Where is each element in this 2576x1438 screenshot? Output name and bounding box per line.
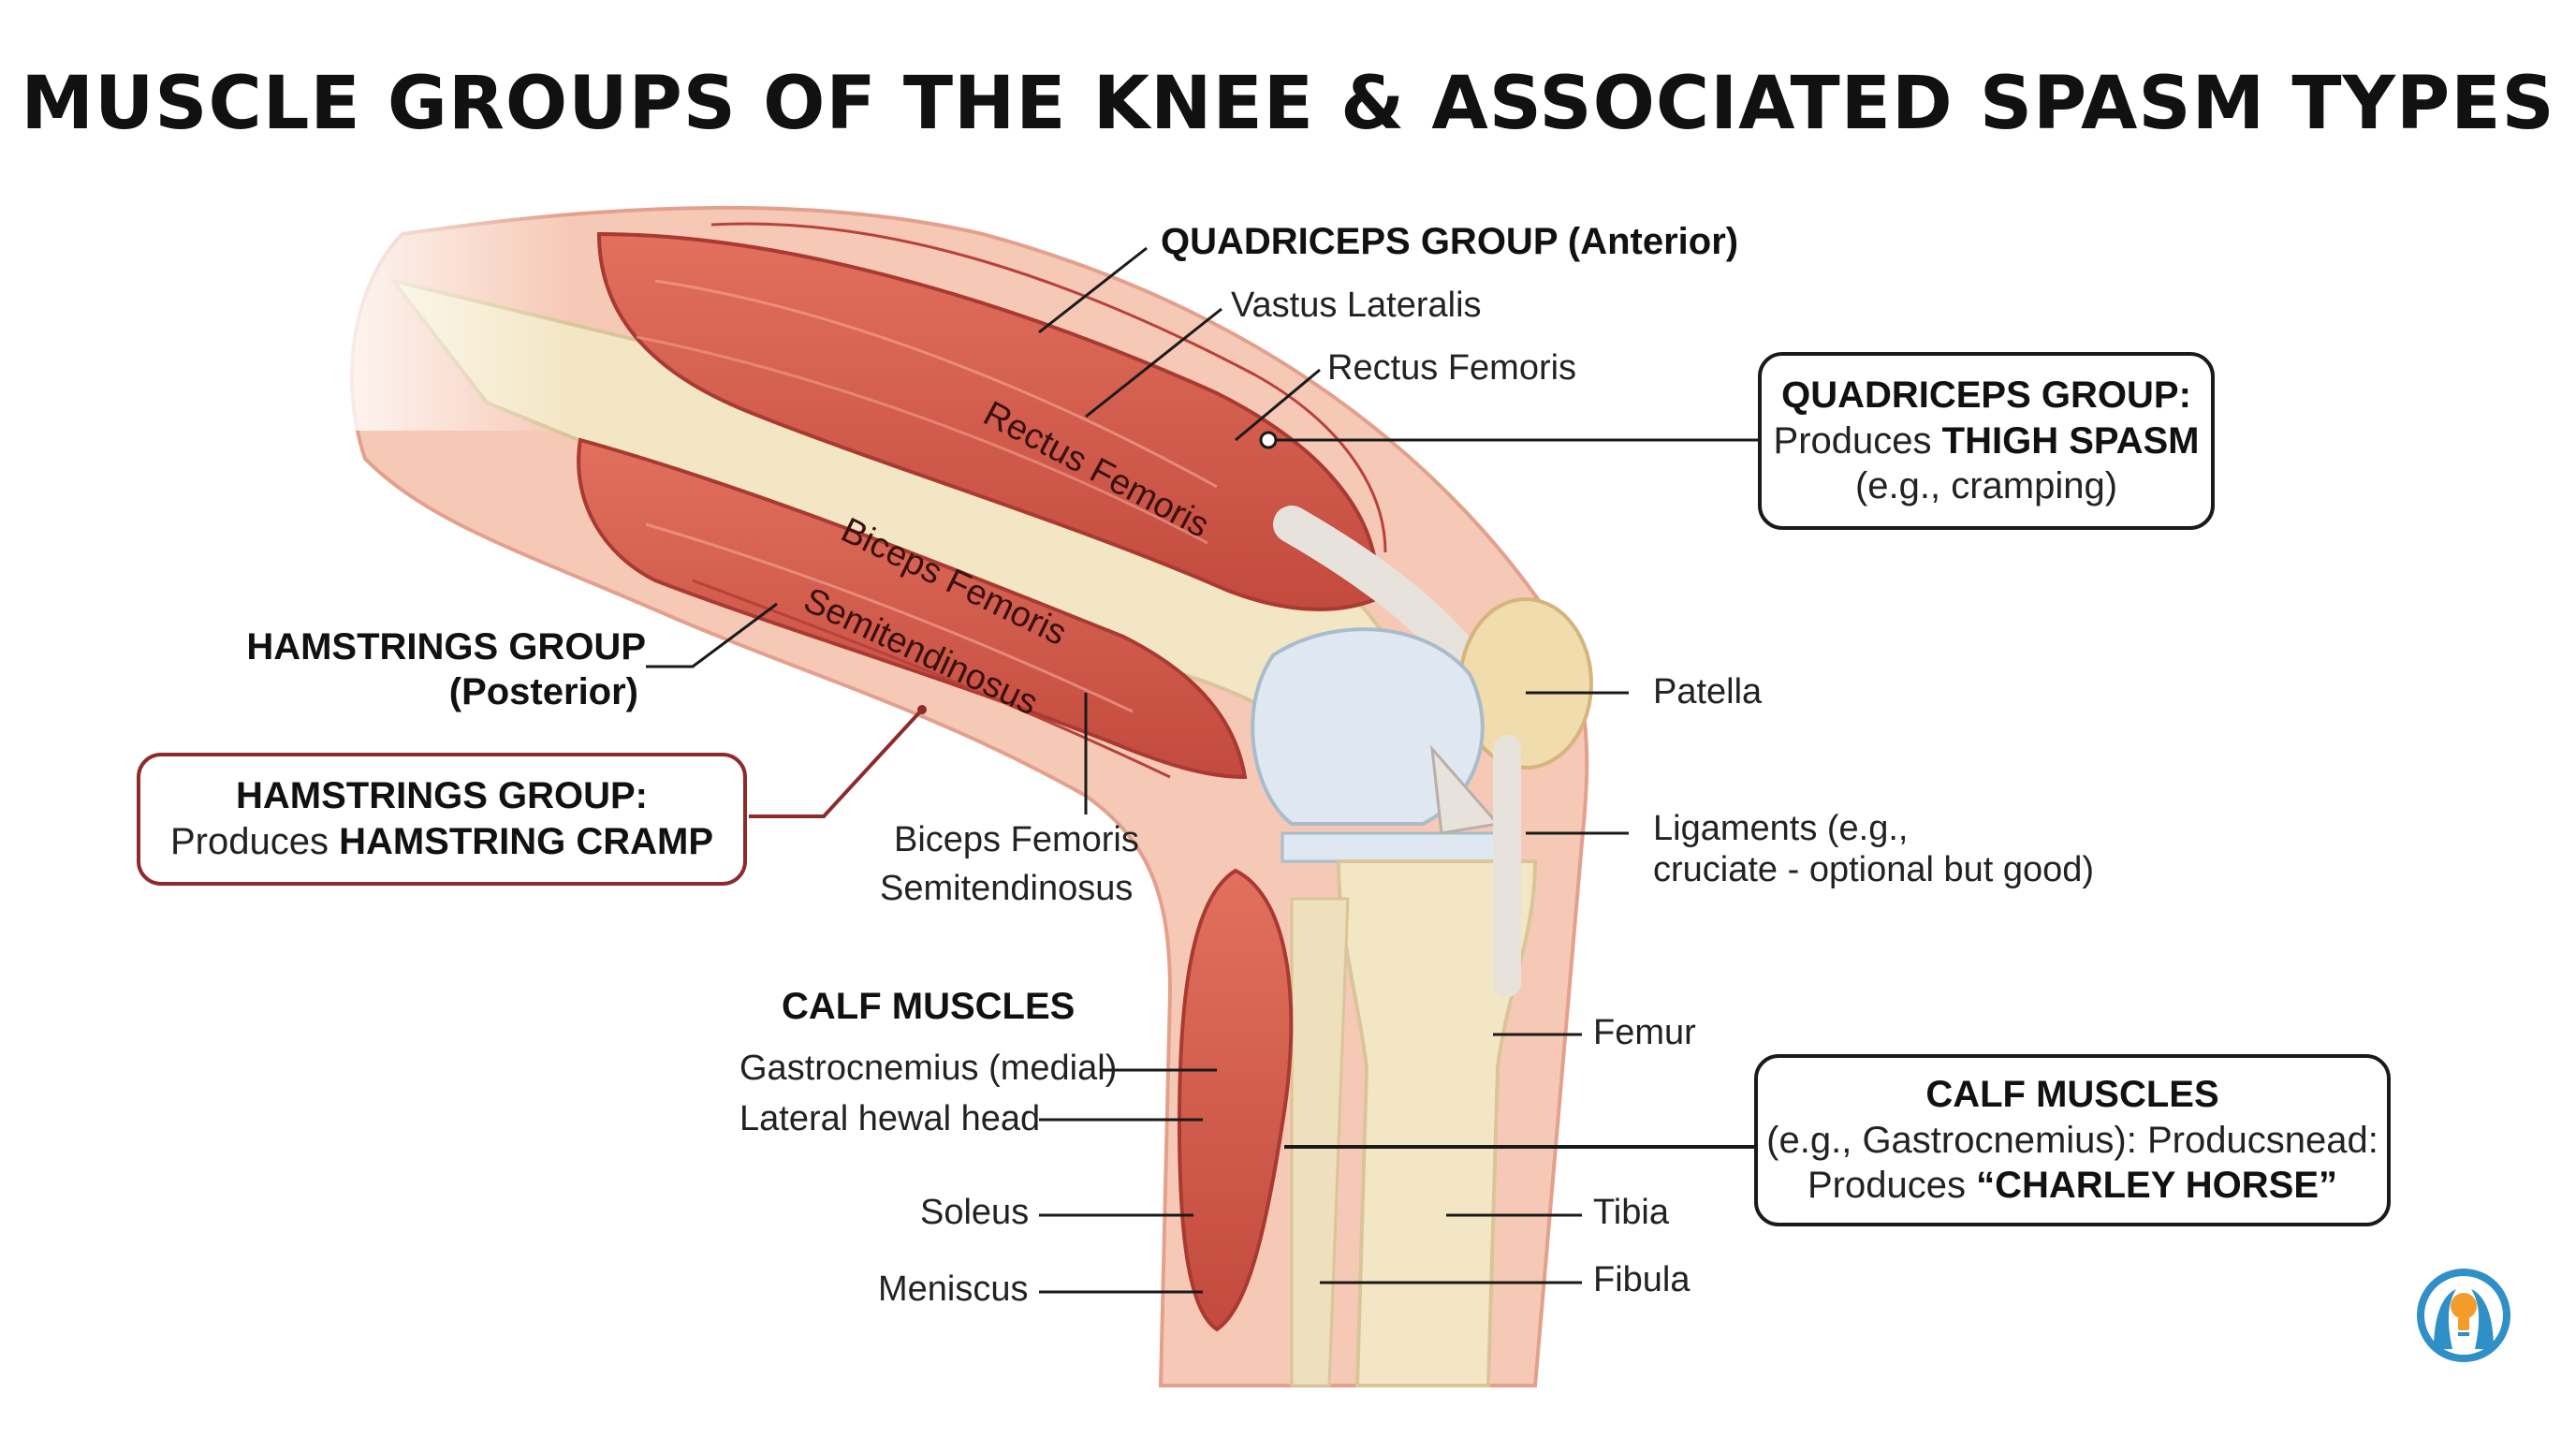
lightbulb-head-icon xyxy=(2417,1269,2510,1362)
hamstring-muscles xyxy=(577,437,1248,780)
fibula-label: Fibula xyxy=(1593,1260,1690,1299)
hamstrings-posterior-label: (Posterior) xyxy=(448,671,638,712)
hamstring-callout-line xyxy=(749,708,924,818)
hamstring-pointer-dot xyxy=(917,705,927,714)
leader-lines xyxy=(646,246,1760,1294)
gastrocnemius-label: Gastrocnemius (medial) xyxy=(739,1049,1118,1088)
calf-callout-prefix: Produces xyxy=(1807,1165,1977,1207)
meniscus-label: Meniscus xyxy=(878,1269,1029,1309)
quadriceps-callout: QUADRICEPS GROUP: Produces THIGH SPASM (… xyxy=(1758,352,2215,530)
knee-joint xyxy=(1251,627,1500,863)
rectus-femoris-label: Rectus Femoris xyxy=(1327,348,1577,388)
calf-muscles-label: CALF MUSCLES xyxy=(782,986,1076,1027)
hamstrings-group-label: HAMSTRINGS GROUP xyxy=(246,626,646,668)
patella-label: Patella xyxy=(1653,672,1763,712)
quadriceps-muscles xyxy=(596,222,1387,611)
biceps-femoris-label: Biceps Femoris xyxy=(894,820,1139,859)
ligaments-label-line1: Ligaments (e.g., xyxy=(1653,809,1909,848)
semitendinosus-label: Semitendinosus xyxy=(880,869,1134,908)
calf-muscle xyxy=(1177,868,1294,1332)
quadriceps-tendon xyxy=(1273,506,1479,674)
calf-callout-example: (e.g., Gastrocnemius): Producsnead: xyxy=(1766,1119,2378,1161)
quadriceps-callout-prefix: Produces xyxy=(1773,419,1942,462)
tibia-label: Tibia xyxy=(1593,1193,1669,1232)
quad-pointer-dot xyxy=(1259,431,1278,449)
vastus-lateralis-label: Vastus Lateralis xyxy=(1231,286,1482,325)
hamstrings-callout-prefix: Produces xyxy=(169,821,340,862)
calf-callout: CALF MUSCLES (e.g., Gastrocnemius): Prod… xyxy=(1754,1054,2391,1226)
lateral-head-label: Lateral hewal head xyxy=(739,1099,1041,1138)
hamstrings-callout-heading: HAMSTRINGS GROUP: xyxy=(236,775,648,817)
quadriceps-group-label: QUADRICEPS GROUP (Anterior) xyxy=(1161,221,1739,262)
hamstrings-callout: HAMSTRINGS GROUP: Produces HAMSTRING CRA… xyxy=(137,753,747,886)
ligaments-label-line2: cruciate - optional but good) xyxy=(1653,850,2095,889)
calf-callout-heading: CALF MUSCLES xyxy=(1925,1073,2219,1115)
quadriceps-callout-heading: QUADRICEPS GROUP: xyxy=(1781,374,2191,416)
fibula-bone xyxy=(1290,897,1350,1387)
quadriceps-callout-example: (e.g., cramping) xyxy=(1854,465,2118,507)
calf-callout-spasm: “CHARLEY HORSE” xyxy=(1976,1165,2338,1207)
page-title: MUSCLE GROUPS OF THE KNEE & ASSOCIATED S… xyxy=(21,62,2555,146)
soleus-label: Soleus xyxy=(920,1193,1030,1232)
quadriceps-callout-spasm: THIGH SPASM xyxy=(1941,419,2200,462)
hamstrings-callout-spasm: HAMSTRING CRAMP xyxy=(339,821,714,862)
femur-label: Femur xyxy=(1593,1013,1696,1052)
